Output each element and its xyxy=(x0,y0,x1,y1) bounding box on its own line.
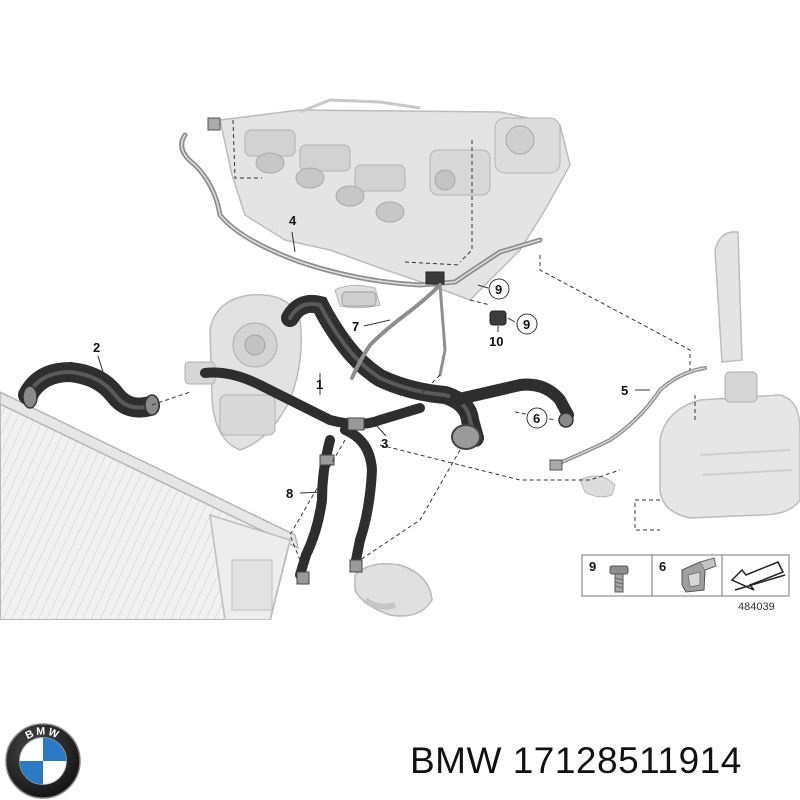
legend-label-6: 6 xyxy=(659,559,666,574)
pipe-7 xyxy=(350,283,447,380)
callout-9-circle-a: 9 xyxy=(488,278,510,300)
callout-9-a: 9 xyxy=(495,282,502,297)
callout-6-circle: 6 xyxy=(526,407,548,429)
callout-3: 3 xyxy=(381,436,388,451)
callout-10: 10 xyxy=(489,334,503,349)
svg-text:BMW: BMW xyxy=(24,725,62,741)
hose-2 xyxy=(18,361,160,418)
bolt-icon xyxy=(609,565,629,593)
clip-icon xyxy=(681,557,717,593)
pipe-5 xyxy=(549,366,707,471)
legend-label-9: 9 xyxy=(589,559,596,574)
callout-1: 1 xyxy=(316,377,323,392)
callout-lines xyxy=(97,231,650,494)
radiator xyxy=(0,391,300,620)
product-title: BMW 17128511914 xyxy=(410,740,742,781)
leader-lines xyxy=(151,119,696,561)
grease-arrow-icon xyxy=(730,561,786,591)
hose-3 xyxy=(200,367,425,565)
callout-9-circle-b: 9 xyxy=(516,313,538,335)
pipe-4 xyxy=(179,117,543,288)
hose-1 xyxy=(281,294,574,450)
thermostat-housing xyxy=(354,563,433,617)
parts-diagram: 4 2 7 1 3 8 5 10 9 9 6 9 6 xyxy=(0,98,800,620)
callout-4: 4 xyxy=(289,213,297,228)
hose-8 xyxy=(295,435,363,585)
expansion-tank xyxy=(579,231,800,519)
screw-part xyxy=(341,291,507,326)
legend-box: 9 6 xyxy=(581,554,790,597)
drawing-number: 484039 xyxy=(738,601,775,613)
callout-6: 6 xyxy=(533,411,540,426)
callout-8: 8 xyxy=(286,486,293,501)
callout-9-b: 9 xyxy=(523,317,530,332)
callout-5: 5 xyxy=(621,383,628,398)
bmw-logo-icon: BMW xyxy=(5,723,81,799)
callout-2: 2 xyxy=(93,340,100,355)
callout-7: 7 xyxy=(352,319,359,334)
engine-block xyxy=(219,98,571,301)
